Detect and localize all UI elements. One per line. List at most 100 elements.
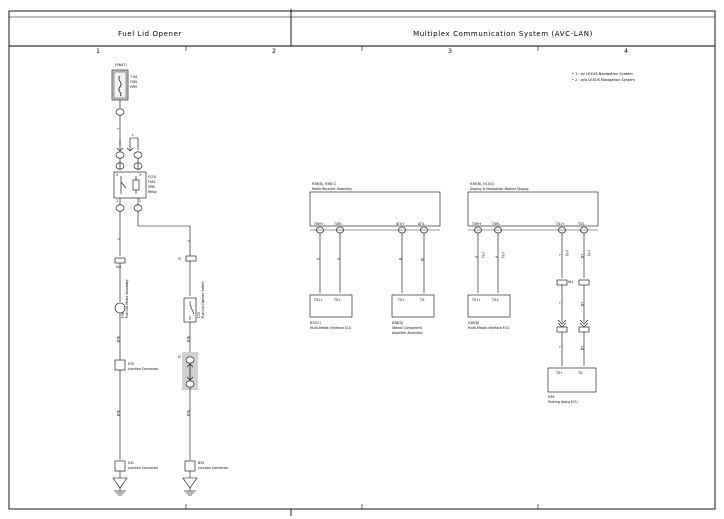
- relay-pin-1: 1: [116, 199, 118, 203]
- relay-code: F(23): [148, 175, 156, 179]
- radio-pin-atx-minus: ATX-: [418, 222, 425, 226]
- relay-pin-5: 5: [116, 173, 118, 177]
- wire-star1-a: (*1): [481, 252, 485, 258]
- wire-color-wb-4: W-B: [186, 410, 190, 416]
- mm-ecu-r25-box: [309, 294, 353, 318]
- connector-ia4: [114, 257, 126, 264]
- column-number-3: 3: [448, 48, 452, 55]
- junction-connector-e41: [114, 460, 126, 472]
- fuel-lid-circuit: [111, 69, 198, 496]
- fuse-icon: [118, 75, 122, 97]
- switch-code: F25: [197, 312, 201, 318]
- relay-label-2: OPN: [148, 185, 155, 189]
- column-ticks: [185, 46, 539, 509]
- fuel-opn-relay: [113, 171, 147, 199]
- radio-name: Radio Receiver Assembly: [312, 187, 352, 191]
- display-code: H38(B), H14(C): [470, 182, 494, 186]
- connector-hj4-label: HJ4: [568, 280, 573, 284]
- junction-connector-e35: [114, 359, 126, 371]
- wire-color-l-avc-3: L: [558, 346, 562, 348]
- display-pin-tx1-minus: TX1-: [577, 222, 585, 226]
- fuse-code: (5647): [115, 63, 128, 67]
- jc-e35-name: Junction Connector: [127, 367, 159, 371]
- connector-i2-label: I2: [178, 355, 181, 359]
- jc-b30-code: B30: [198, 461, 204, 465]
- connector-ia4-label: IA4: [116, 265, 121, 269]
- fuse-label-2: FUEL: [130, 80, 138, 84]
- jc-e41-code: E41: [128, 461, 134, 465]
- wire-color-lg-3: LG: [580, 346, 584, 351]
- mm2-code: H18(B): [468, 321, 479, 325]
- amp-code: R26(D): [392, 321, 403, 325]
- note-star-1: * 1 : w/ LEXUS Navigation System: [572, 72, 633, 76]
- relay-pin-2: 2: [139, 199, 141, 203]
- mm1-pin-tx1-plus: TX1+: [313, 298, 323, 302]
- wire-color-l-1: L: [116, 128, 120, 130]
- radio-receiver-box: [309, 191, 441, 227]
- wire-star2-b: (*2): [587, 250, 591, 256]
- mm1-code: R25(C): [310, 321, 321, 325]
- display-name: Display & Navigation Module Display: [470, 187, 529, 191]
- wire-color-p: P: [336, 258, 340, 260]
- mm2-pin-tx1-plus: TX1+: [471, 298, 481, 302]
- park-pin-tx-minus: TX-: [577, 371, 583, 375]
- amp-pin-tx-minus: TX-: [419, 298, 425, 302]
- jc-e41-name: Junction Connector: [127, 466, 159, 470]
- mm2-pin-tx1-minus: TX1-: [491, 298, 499, 302]
- fuse-label-1: 7.5A: [130, 75, 138, 79]
- wire-color-wb-1: W-B: [116, 336, 120, 342]
- wire-color-y-2: Y: [186, 240, 190, 242]
- switch-name: Fuel Lid Opener Switch: [201, 281, 205, 318]
- ground-symbol-2: [182, 477, 198, 489]
- jc-b30-name: Junction Connector: [197, 466, 229, 470]
- wire-color-v-2: V: [474, 256, 478, 259]
- relay-pin-3: 3: [139, 173, 141, 177]
- mm-ecu-h18-box: [467, 294, 511, 318]
- note-star-2: * 2 : w/o LEXUS Navigation System: [572, 78, 635, 82]
- wire-color-l-avc-2: L: [558, 302, 562, 304]
- column-number-4: 4: [624, 48, 628, 55]
- wire-color-wb-3: W-B: [116, 410, 120, 416]
- junction-connector-b30: [184, 460, 196, 472]
- radio-code: R38(B), R38(C): [312, 182, 336, 186]
- wire-color-lg-2: LG: [580, 302, 584, 307]
- fuel-lid-motor-icon: [114, 302, 126, 314]
- relay-label-3: Relay: [148, 190, 157, 194]
- radio-pin-atx-plus: ATX+: [396, 222, 405, 226]
- fuse-label-3: OPN: [130, 85, 137, 89]
- relay-label-1: FUEL: [148, 180, 156, 184]
- mm1-pin-tx1-minus: TX1-: [333, 298, 341, 302]
- connector-i5-label: I5: [178, 257, 181, 261]
- wire-color-b: B: [398, 258, 402, 260]
- wire-star1-b: (*1): [501, 252, 505, 258]
- motor-code: F38: [121, 312, 125, 318]
- title-multiplex: Multiplex Communication System (AVC-LAN): [413, 30, 593, 38]
- park-pin-tx-plus: TX+: [555, 371, 563, 375]
- ground-symbol-1: [112, 477, 128, 489]
- amp-label-1: Stereo Component: [392, 326, 423, 330]
- display-pin-tx1-plus: TX1+: [555, 222, 565, 226]
- column-number-1: 1: [96, 48, 100, 55]
- avc-lan-circuit: [309, 191, 599, 393]
- wire-star2-a: (*2): [565, 250, 569, 256]
- wire-color-w: W: [420, 258, 424, 262]
- display-pin-txm-plus: TXM+: [471, 222, 482, 226]
- motor-name: Fuel Lid Motor Assembly: [125, 279, 129, 318]
- jc-e35-code: E35: [128, 362, 134, 366]
- wire-color-wb-2: W-B: [186, 336, 190, 342]
- parking-assist-box: [547, 367, 597, 393]
- wire-color-l-2: L: [132, 133, 134, 137]
- park-code: H39: [548, 395, 554, 399]
- mm2-name: Multi-Media Interface ECU: [468, 326, 510, 330]
- radio-pin-txm-plus: TXM+: [313, 222, 324, 226]
- display-pin-txm-minus: TXM-: [491, 222, 500, 226]
- park-name: Parking Assist ECU: [548, 400, 578, 404]
- amp-pin-tx-plus: TX+: [397, 298, 405, 302]
- radio-pin-txm-minus: TXM-: [333, 222, 342, 226]
- wire-color-y: Y: [116, 238, 120, 240]
- wire-color-lg: LG: [580, 254, 584, 259]
- wire-color-l-avc: L: [558, 254, 562, 256]
- amp-label-2: Amplifier Assembly: [392, 331, 423, 335]
- display-module-box: [467, 191, 599, 227]
